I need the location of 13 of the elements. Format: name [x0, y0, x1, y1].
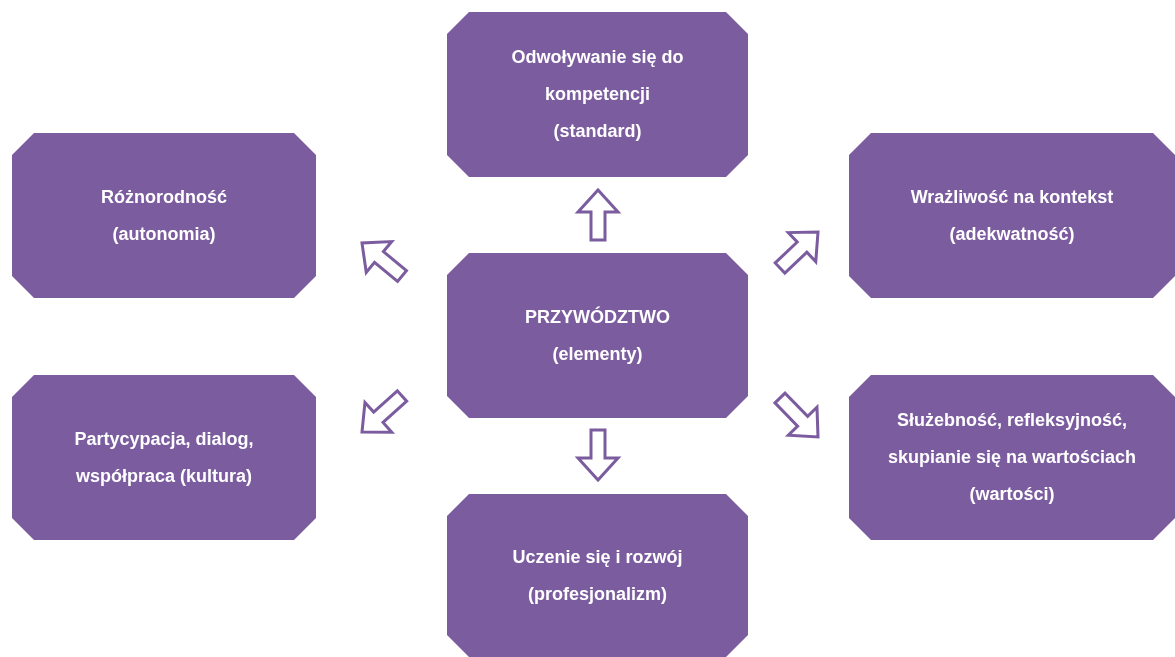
node-label: Wrażliwość na kontekst (adekwatność): [909, 185, 1115, 246]
block-arrow: [360, 239, 409, 284]
block-arrow: [360, 388, 409, 434]
node-label: Służebność, refleksyjność, skupianie się na wartościach (wartości): [886, 409, 1138, 506]
block-arrow: [773, 230, 820, 276]
block-arrow: [574, 187, 622, 242]
node-label: Uczenie się i rozwój (profesjonalizm): [511, 545, 684, 606]
block-arrow: [574, 428, 622, 483]
node-label: Różnorodność (autonomia): [100, 185, 228, 246]
node-label: Odwoływanie się do kompetencji (standard): [510, 46, 685, 143]
block-arrow: [772, 391, 820, 439]
node-label: Partycypacja, dialog, współpraca (kultura): [73, 427, 255, 488]
node-label: PRZYWÓDZTWO (elementy): [524, 305, 671, 366]
